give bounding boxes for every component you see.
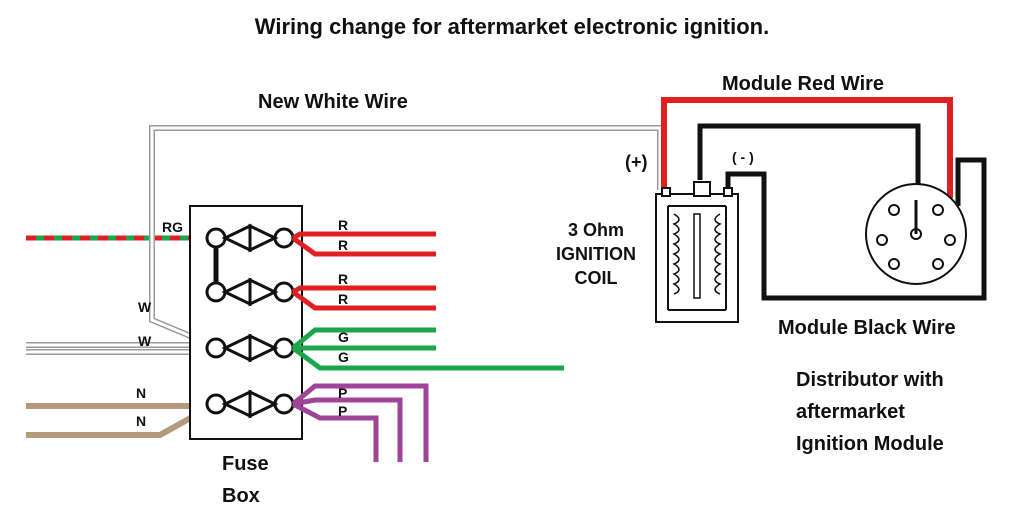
wire-code-r4: R [338, 291, 348, 307]
distributor-label-line3: Ignition Module [796, 433, 944, 455]
brown-n-wires [26, 403, 214, 438]
distributor-label-line1: Distributor with [796, 369, 944, 391]
new-white-wire-label: New White Wire [258, 91, 408, 113]
diagram-title: Wiring change for aftermarket electronic… [255, 14, 769, 39]
wire-code-p1: P [338, 385, 347, 401]
purple-output-wires [291, 383, 429, 462]
fuse-box-label-line2: Box [222, 485, 260, 507]
wire-code-n1: N [136, 385, 146, 401]
wire-code-w1: W [138, 299, 152, 315]
wire-code-rg: RG [162, 219, 183, 235]
module-black-wire-top [697, 123, 921, 196]
fuse-1 [205, 223, 295, 253]
distributor-label-line2: aftermarket [796, 401, 905, 423]
module-red-wire-label: Module Red Wire [722, 73, 884, 95]
plus-terminal-label: (+) [625, 152, 648, 172]
red-output-wires [291, 231, 436, 311]
coil-label-line2: IGNITION [556, 244, 636, 264]
ignition-coil [655, 181, 739, 323]
wire-code-g2: G [338, 349, 349, 365]
wire-code-n2: N [136, 413, 146, 429]
wire-code-p2: P [338, 403, 347, 419]
fuse-3 [205, 333, 295, 363]
wire-code-r2: R [338, 237, 348, 253]
wire-code-r3: R [338, 271, 348, 287]
wire-code-g1: G [338, 329, 349, 345]
white-w-wires [26, 342, 212, 355]
new-white-wire [149, 125, 663, 348]
wire-code-w2: W [138, 333, 152, 349]
coil-label-line1: 3 Ohm [568, 220, 624, 240]
fuse-2 [205, 277, 295, 307]
minus-terminal-label: ( - ) [732, 149, 754, 165]
wire-code-r1: R [338, 217, 348, 233]
module-red-wire [661, 97, 953, 198]
green-output-wires [291, 327, 564, 371]
fuse-4 [205, 389, 295, 419]
module-black-wire-loop [725, 157, 987, 301]
fuse-box-label-line1: Fuse [222, 453, 269, 475]
coil-label-line3: COIL [575, 268, 618, 288]
module-black-wire-label: Module Black Wire [778, 317, 956, 339]
